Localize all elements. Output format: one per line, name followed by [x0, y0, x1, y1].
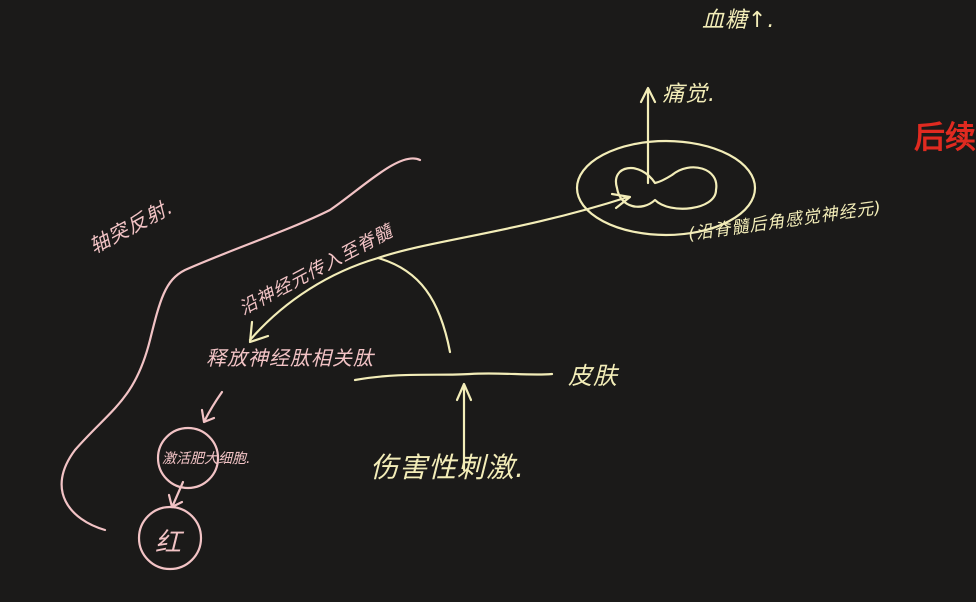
spinal-cord-outline — [575, 139, 757, 237]
follow-up-title: 后续 — [914, 120, 976, 156]
branch-arrowhead — [248, 320, 270, 344]
blood-sugar-label: 血糖↑. — [702, 8, 776, 33]
pain-arrow — [639, 86, 657, 185]
mast-cell-circle — [156, 426, 220, 490]
mast-cell-label: 激活肥大细胞. — [162, 451, 251, 467]
skin-line — [353, 372, 554, 382]
pain-label: 痛觉. — [662, 82, 716, 107]
spinal-cord-grey-matter — [614, 166, 718, 210]
afferent-curve — [376, 195, 630, 354]
axon-reflex-loop — [60, 157, 422, 532]
branch-curve — [248, 256, 380, 342]
afferent-arrowhead — [610, 192, 632, 210]
red-label: 红 — [155, 528, 183, 558]
neuropeptide-label: 释放神经肽相关肽 — [206, 346, 374, 370]
stimulus-arrow — [455, 382, 473, 472]
noxious-stimulus-label: 伤害性刺激. — [370, 451, 525, 484]
red-circle — [137, 505, 203, 571]
neuropeptide-arrow — [200, 390, 224, 424]
skin-label: 皮肤 — [568, 362, 618, 390]
